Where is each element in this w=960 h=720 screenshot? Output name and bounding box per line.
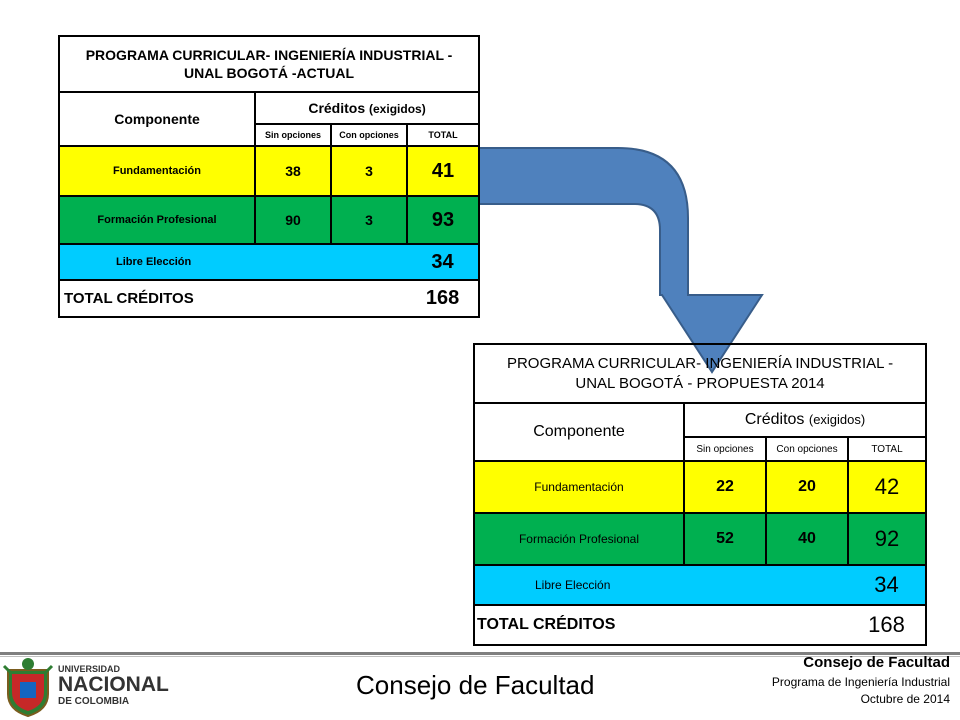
- logo-line3: DE COLOMBIA: [58, 696, 130, 707]
- con-opciones-header: Con opciones: [330, 123, 408, 147]
- sin-value: 22: [683, 460, 767, 514]
- row-label: Fundamentación: [473, 460, 685, 514]
- table-row: TOTAL CRÉDITOS 168: [473, 604, 928, 646]
- sin-opciones-header: Sin opciones: [683, 436, 767, 462]
- total-header: TOTAL: [405, 123, 481, 147]
- table-title: PROGRAMA CURRICULAR- INGENIERÍA INDUSTRI…: [57, 35, 481, 93]
- total-value: 92: [846, 512, 928, 566]
- row-label: Formación Profesional: [473, 512, 685, 566]
- row-label: Fundamentación: [58, 145, 256, 197]
- table-row: Libre Elección 34: [58, 243, 481, 281]
- footer-divider-thin: [0, 656, 960, 657]
- sin-value: 38: [254, 145, 332, 197]
- total-value: 93: [405, 195, 481, 245]
- sin-opciones-header: Sin opciones: [254, 123, 332, 147]
- current-curriculum-table: PROGRAMA CURRICULAR- INGENIERÍA INDUSTRI…: [57, 35, 481, 318]
- con-value: 20: [765, 460, 849, 514]
- total-value: 34: [848, 564, 928, 606]
- footer-right-info: Consejo de Facultad Programa de Ingenier…: [772, 654, 950, 706]
- total-value: 42: [846, 460, 928, 514]
- university-seal-icon: [2, 658, 54, 718]
- sin-value: 90: [254, 195, 332, 245]
- table-title: PROGRAMA CURRICULAR- INGENIERÍA INDUSTRI…: [472, 343, 928, 404]
- creditos-header: Créditos (exigidos): [682, 402, 928, 438]
- row-label: Libre Elección: [58, 243, 407, 281]
- logo-line2: NACIONAL: [58, 673, 169, 696]
- creditos-header: Créditos (exigidos): [253, 91, 481, 125]
- grand-total-value: 168: [848, 604, 928, 646]
- table-row: Formación Profesional 90 3 93: [58, 195, 481, 245]
- con-value: 3: [330, 145, 408, 197]
- con-opciones-header: Con opciones: [765, 436, 849, 462]
- row-label: Formación Profesional: [58, 195, 256, 245]
- footer-center-title: Consejo de Facultad: [356, 670, 595, 700]
- table-row: Fundamentación 22 20 42: [473, 460, 928, 514]
- grand-total-value: 168: [407, 279, 481, 318]
- footer-council: Consejo de Facultad: [803, 654, 950, 671]
- table-row: TOTAL CRÉDITOS 168: [58, 279, 481, 318]
- total-label: TOTAL CRÉDITOS: [473, 604, 848, 646]
- footer-program: Programa de Ingeniería Industrial: [771, 675, 950, 689]
- componente-header: Componente: [473, 402, 685, 462]
- logo-line1: UNIVERSIDAD: [58, 664, 121, 674]
- table-row: Libre Elección 34: [473, 564, 928, 606]
- componente-header: Componente: [58, 91, 256, 147]
- sin-value: 52: [683, 512, 767, 566]
- total-label: TOTAL CRÉDITOS: [58, 279, 407, 318]
- table-row: Fundamentación 38 3 41: [58, 145, 481, 197]
- proposed-curriculum-table: PROGRAMA CURRICULAR- INGENIERÍA INDUSTRI…: [472, 343, 928, 646]
- footer-divider: [0, 652, 960, 655]
- con-value: 40: [765, 512, 849, 566]
- total-value: 34: [407, 243, 481, 281]
- total-header: TOTAL: [846, 436, 928, 462]
- university-logo: UNIVERSIDAD NACIONAL DE COLOMBIA: [2, 656, 169, 718]
- footer-date: Octubre de 2014: [860, 692, 950, 706]
- total-value: 41: [405, 145, 481, 197]
- table-row: Formación Profesional 52 40 92: [473, 512, 928, 566]
- row-label: Libre Elección: [473, 564, 848, 606]
- con-value: 3: [330, 195, 408, 245]
